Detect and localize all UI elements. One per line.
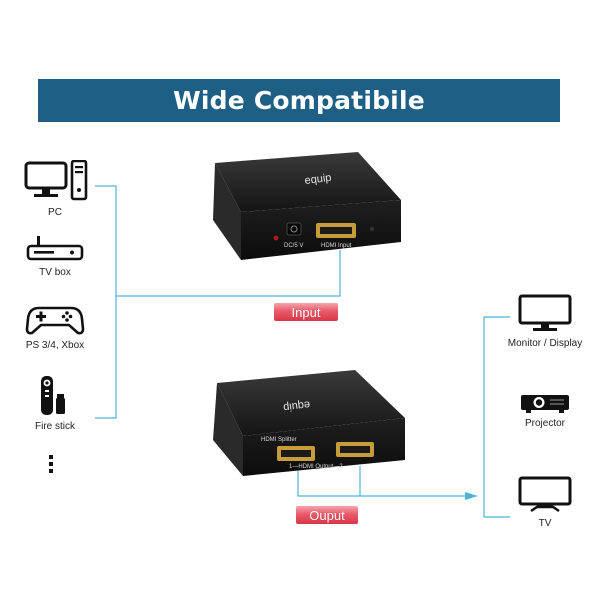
source-fire-stick: Fire stick: [0, 376, 110, 432]
fire-stick-icon: [41, 376, 65, 415]
source-label: PC: [48, 207, 62, 218]
hdmi-input-label: HDMI Input: [321, 243, 352, 249]
source-pc: PC: [0, 160, 110, 218]
input-connection-line: [116, 250, 341, 297]
source-label: PS 3/4, Xbox: [25, 340, 85, 351]
source-label: TV box: [39, 267, 71, 278]
output-monitor: Monitor / Display: [490, 293, 600, 349]
monitor-icon: [518, 294, 572, 331]
gamepad-icon: [25, 306, 85, 335]
banner-title: Wide Compatibile: [173, 86, 425, 115]
pc-icon: [24, 160, 88, 201]
hdmi-output-label: 1—HDMI Output—2: [289, 464, 343, 470]
output-label: Monitor / Display: [507, 338, 583, 349]
output-label: TV: [538, 518, 552, 529]
input-tag-label: Input: [291, 304, 321, 320]
splitter-device-top: equip DC/5 V HDMI Input: [213, 152, 401, 260]
output-bracket-line: [483, 316, 510, 518]
output-tv: TV: [490, 475, 600, 529]
splitter-device-bottom: equip HDMI Splitter 1—HDMI Output—2: [213, 370, 405, 476]
title-banner: Wide Compatibile: [38, 79, 560, 122]
source-label: Fire stick: [35, 421, 75, 432]
source-tv-box: TV box: [0, 236, 110, 278]
output-arrow-icon: [465, 492, 478, 500]
power-port-label: DC/5 V: [284, 243, 303, 249]
device-name-label: HDMI Splitter: [261, 437, 297, 443]
input-tag: Input: [274, 303, 338, 321]
output-projector: Projector: [490, 391, 600, 429]
tv-box-icon: [26, 236, 84, 261]
output-tag: Ouput: [296, 506, 358, 524]
brand-logo: equip: [304, 172, 332, 187]
output-label: Projector: [524, 418, 565, 429]
output-tag-label: Ouput: [309, 507, 345, 523]
source-bracket-line: [95, 185, 117, 419]
dc-port-icon: [286, 222, 302, 236]
source-game-console: PS 3/4, Xbox: [0, 305, 110, 351]
tv-icon: [518, 476, 572, 513]
power-led-icon: [273, 235, 279, 241]
vertical-ellipsis-icon: [48, 455, 54, 476]
brand-logo: equip: [283, 398, 311, 413]
projector-icon: [521, 395, 569, 413]
